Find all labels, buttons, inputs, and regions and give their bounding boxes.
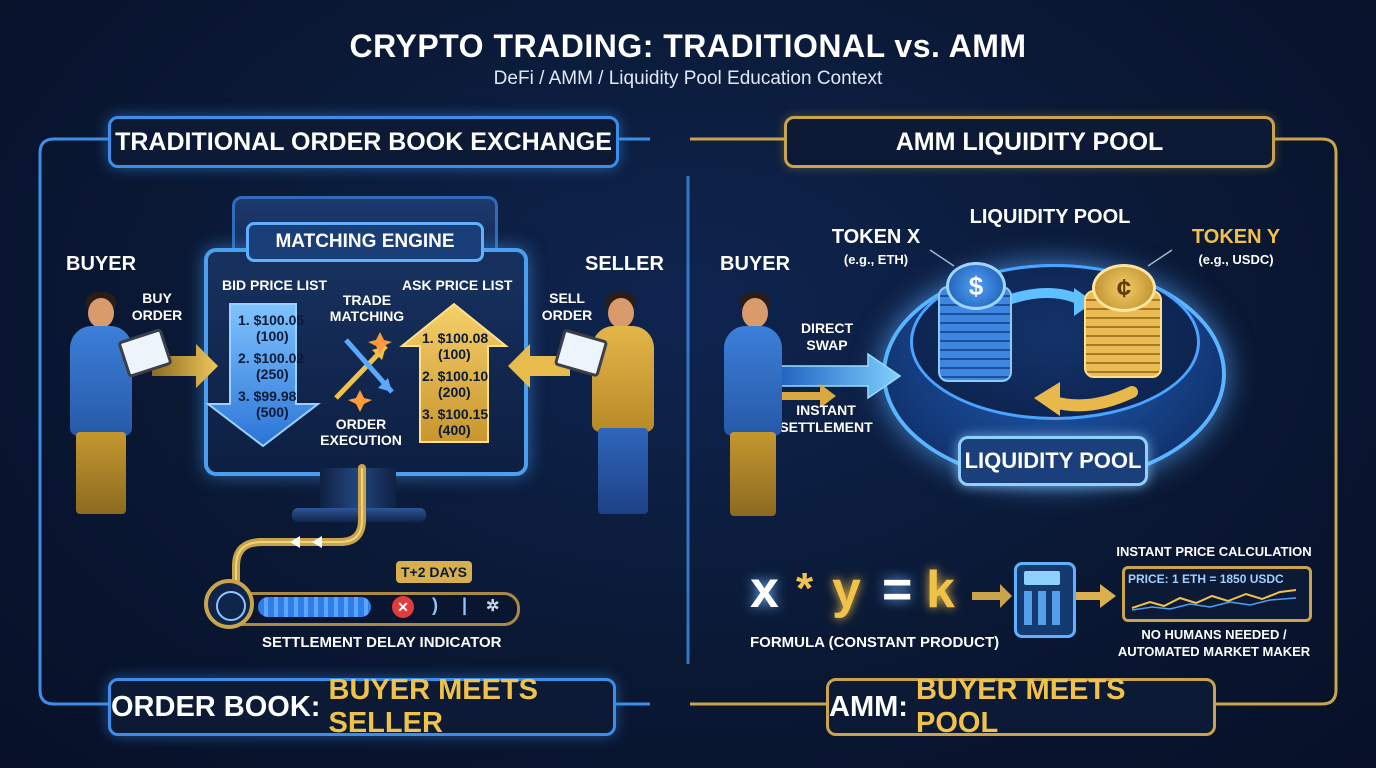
buy-order-arrow	[152, 344, 218, 388]
direct-swap-arrow	[775, 352, 902, 400]
left-footer-highlight: BUYER MEETS SELLER	[328, 674, 538, 739]
left-footer: ORDER BOOK: BUYER MEETS SELLER	[108, 674, 616, 739]
sell-order-arrow	[508, 344, 570, 388]
matching-engine-label: MATCHING ENGINE	[246, 222, 484, 262]
liquidity-pool-title: LIQUIDITY POOL	[969, 206, 1131, 228]
right-buyer-body	[724, 326, 782, 436]
price-chart-icon	[1131, 589, 1297, 611]
page-subtitle: DeFi / AMM / Liquidity Pool Education Co…	[493, 68, 883, 89]
token-x-example: (e.g., ETH)	[843, 252, 909, 267]
seller-legs	[598, 428, 648, 514]
formula-caption: FORMULA (CONSTANT PRODUCT)	[750, 634, 1000, 651]
formula-x: x	[750, 561, 779, 619]
bid-qty-2: (250)	[256, 366, 289, 382]
ask-price-2: 2. $100.10	[422, 368, 489, 384]
formula-equals: =	[882, 561, 913, 619]
settlement-delay-tag: T+2 DAYS	[396, 561, 472, 583]
ask-price-list-title: ASK PRICE LIST	[402, 277, 513, 293]
token-x-label: TOKEN X	[831, 226, 921, 248]
token-y-label: TOKEN Y	[1191, 226, 1281, 248]
settlement-delay-fill	[258, 597, 371, 617]
liquidity-pool-label: LIQUIDITY POOL	[958, 436, 1148, 486]
automation-label: NO HUMANS NEEDED /AUTOMATED MARKET MAKER	[1117, 627, 1311, 659]
left-section-header: TRADITIONAL ORDER BOOK EXCHANGE	[108, 116, 619, 168]
token-y-example: (e.g., USDC)	[1198, 252, 1274, 267]
left-buyer-legs	[76, 432, 126, 514]
left-buyer-head	[88, 298, 114, 328]
ask-price-3: 3. $100.15	[422, 406, 489, 422]
left-buyer-label: BUYER	[66, 253, 137, 275]
settlement-delay-label: SETTLEMENT DELAY INDICATOR	[262, 634, 502, 651]
price-text: PRICE: 1 ETH = 1850 USDC	[1128, 572, 1284, 586]
coin-icon: ¢	[1092, 264, 1156, 312]
bid-price-1: 1. $100.05	[238, 312, 305, 328]
ask-price-1: 1. $100.08	[422, 330, 489, 346]
bid-qty-1: (100)	[256, 328, 289, 344]
right-buyer-label: BUYER	[720, 253, 791, 275]
page-title: CRYPTO TRADING: TRADITIONAL vs. AMM	[349, 28, 1027, 64]
bid-qty-3: (500)	[256, 404, 289, 420]
coin-icon: $	[946, 262, 1006, 310]
bid-price-2: 2. $100.02	[238, 350, 305, 366]
clock-icon	[204, 579, 254, 629]
bid-price-3: 3. $99.98	[238, 388, 297, 404]
formula-multiply: *	[796, 564, 814, 613]
left-footer-prefix: ORDER BOOK:	[111, 690, 329, 723]
seller-head	[608, 298, 634, 328]
ask-qty-1: (100)	[438, 346, 471, 362]
bid-arrow-down	[205, 303, 321, 448]
ask-qty-2: (200)	[438, 384, 471, 400]
ask-arrow-up	[399, 302, 509, 443]
right-footer-highlight: BUYER MEETS POOL	[915, 674, 1126, 739]
price-display	[1122, 566, 1312, 622]
right-buyer-head	[742, 298, 768, 328]
instant-price-title: INSTANT PRICE CALCULATION	[1116, 544, 1312, 559]
ask-qty-3: (400)	[438, 422, 471, 438]
right-footer: AMM: BUYER MEETS POOL	[826, 674, 1216, 739]
formula-y: y	[832, 561, 861, 619]
pending-arc-1: )	[432, 595, 438, 615]
right-buyer-legs	[730, 432, 776, 516]
right-footer-prefix: AMM:	[829, 690, 916, 723]
pending-arc-2: |	[462, 595, 468, 615]
seller-label: SELLER	[585, 253, 664, 275]
calculator-icon	[1014, 562, 1076, 638]
formula-k: k	[926, 561, 955, 619]
loading-spinner-icon: ✲	[486, 598, 500, 615]
right-section-header: AMM LIQUIDITY POOL	[784, 116, 1275, 168]
bid-price-list-title: BID PRICE LIST	[222, 277, 328, 293]
x-mark-icon: ✕	[392, 596, 414, 618]
